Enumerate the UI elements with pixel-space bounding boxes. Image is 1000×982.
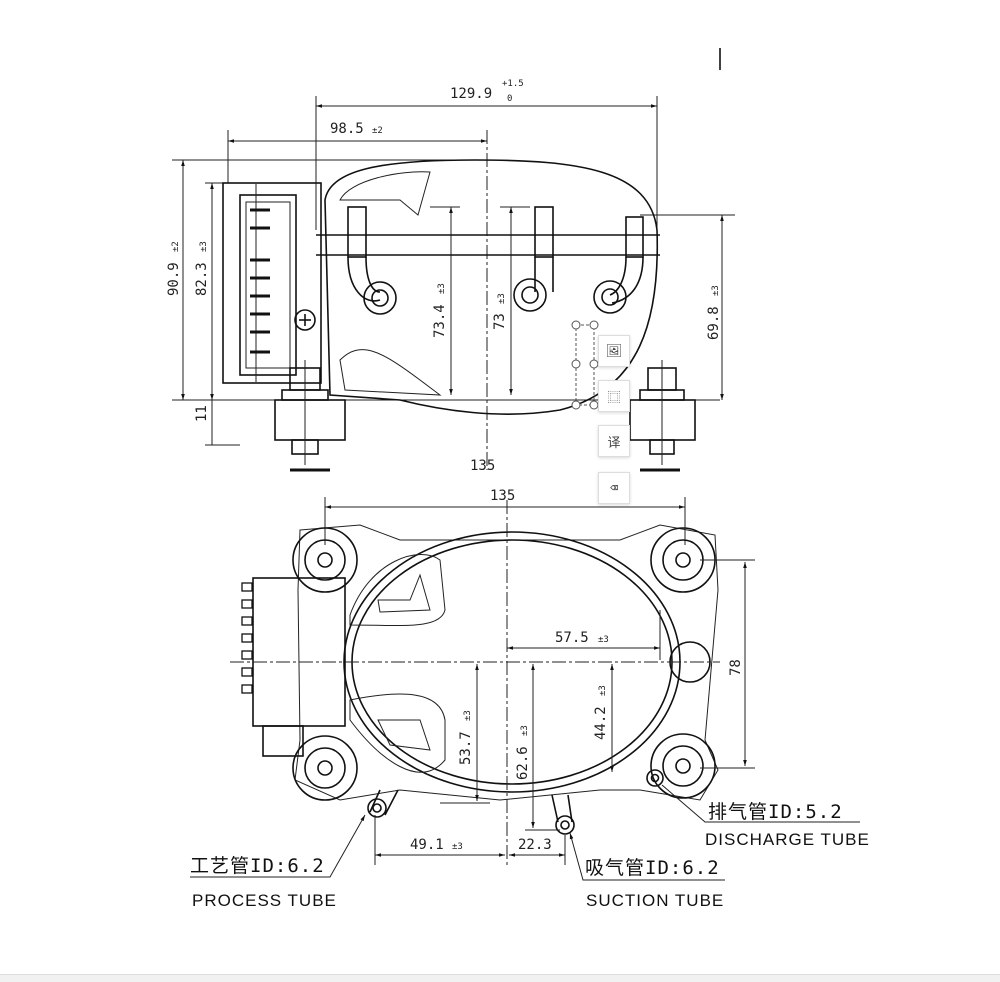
process-tube-bottom (367, 789, 399, 818)
discharge-tube-cn-label: 排气管ID:5.2 (708, 801, 843, 823)
mount-lug-top-left (292, 527, 358, 593)
dim-135-label: 135 (490, 488, 515, 504)
discharge-leader (661, 784, 860, 823)
selection-handles[interactable] (571, 320, 599, 410)
tol: ±3 (711, 285, 721, 296)
tol: ±2 (171, 241, 181, 252)
eraser-button[interactable]: ⌫ (598, 472, 630, 504)
mount-lug-bottom-right (650, 733, 716, 799)
discharge-tube-bottom (646, 769, 664, 787)
frame-select-icon: ⿴ (607, 390, 621, 406)
process-tube-cn-label: 工艺管ID:6.2 (190, 855, 325, 877)
ground-screw-icon (294, 309, 316, 331)
tol: ±3 (437, 283, 447, 294)
tol: ±3 (463, 710, 473, 721)
process-leader (190, 814, 366, 878)
dim-73-label: 73 (492, 313, 508, 330)
dim-44-2-label: 44.2 (593, 706, 609, 740)
dim-22-3-label: 22.3 (518, 837, 552, 853)
tol: ±3 (199, 241, 209, 252)
process-tube-label: PROCESS TUBE (192, 891, 337, 910)
suction-tube-cn-label: 吸气管ID:6.2 (585, 857, 720, 879)
dim-98-5-label: 98.5 (330, 121, 364, 137)
process-tube-top (347, 206, 397, 315)
mount-foot-left (274, 360, 346, 465)
dim-49-1-label: 49.1 (410, 837, 444, 853)
suction-leader (569, 832, 725, 881)
bottom-bar (0, 974, 1000, 982)
tol: ±3 (598, 685, 608, 696)
dim-129-9-label: 129.9 (450, 86, 492, 102)
eraser-icon: ⌫ (610, 480, 618, 496)
tol: ±2 (372, 126, 383, 136)
compressor-body (324, 159, 659, 415)
suction-tube-top (513, 206, 554, 312)
mount-foot-right (629, 360, 696, 465)
discharge-tube-top (593, 216, 644, 314)
dim-78-label: 78 (728, 659, 744, 676)
image-search-icon: 🖼 (605, 343, 623, 359)
tol-upper: +1.5 (502, 79, 524, 89)
dim-82-3-label: 82.3 (194, 262, 210, 296)
suction-tube-label: SUCTION TUBE (586, 891, 724, 910)
tol: ±3 (520, 725, 530, 736)
dim-62-6-label: 62.6 (515, 746, 531, 780)
dim-57-5-label: 57.5 (555, 630, 589, 646)
image-search-button[interactable]: 🖼 (598, 335, 630, 367)
dim-73-4-label: 73.4 (432, 304, 448, 338)
translate-button[interactable]: 译 (598, 425, 630, 457)
tol-lower: 0 (507, 94, 512, 104)
bottom-view: 135 57.5 ±3 78 53.7 ±3 62.6 ±3 44.2 ±3 49.1… (190, 488, 870, 910)
tol: ±3 (598, 635, 609, 645)
dim-135-cut-label: 135 (470, 458, 495, 474)
dim-53-7-label: 53.7 (458, 731, 474, 765)
terminal-box (222, 182, 322, 384)
mount-lug-bottom-left (292, 735, 358, 801)
dim-69-8-label: 69.8 (706, 306, 722, 340)
dim-11-label: 11 (194, 405, 210, 422)
frame-select-button[interactable]: ⿴ (598, 380, 630, 412)
suction-tube-bottom (551, 794, 575, 835)
tol: ±3 (497, 293, 507, 304)
dim-90-9-label: 90.9 (166, 262, 182, 296)
translate-icon: 译 (607, 435, 621, 451)
tol: ±3 (452, 842, 463, 852)
discharge-tube-label: DISCHARGE TUBE (705, 830, 870, 849)
top-view: 129.9 +1.5 0 98.5 ±2 90.9 ±2 82.3 ±3 11 73… (166, 79, 735, 474)
